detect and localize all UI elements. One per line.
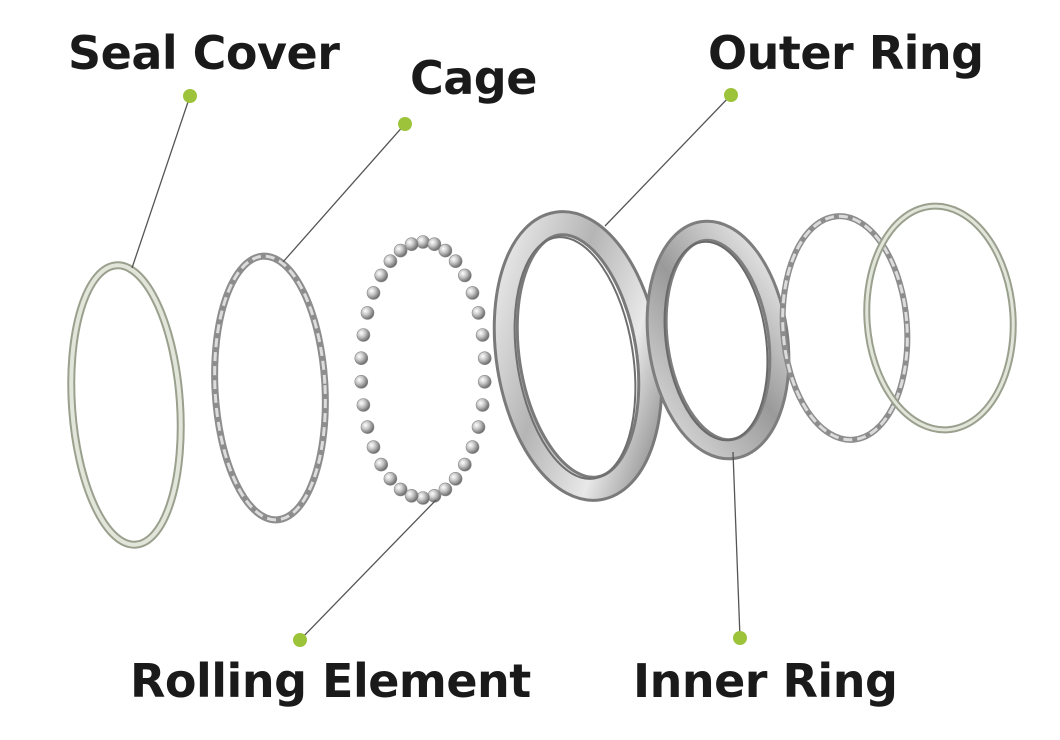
label-rolling-element: Rolling Element: [130, 654, 531, 708]
rolling-element-ball: [354, 351, 369, 366]
rolling-element-ball: [416, 235, 430, 249]
marker-dot-cage: [398, 117, 412, 131]
rolling-element-ball: [427, 237, 442, 251]
leader-line-inner-ring: [732, 451, 741, 639]
seal-cover-right: [863, 202, 1017, 434]
rolling-element-ball: [383, 254, 398, 269]
rolling-element-ball: [360, 420, 375, 434]
rolling-element-ball: [438, 243, 453, 258]
inner-ring: [645, 219, 791, 461]
leader-line-cage: [282, 123, 406, 263]
marker-dot-rolling-element: [293, 633, 307, 647]
cage-left: [211, 252, 329, 524]
rolling-element-ball: [465, 286, 480, 300]
rolling-element-ball: [471, 420, 486, 434]
rolling-element-ball: [393, 243, 408, 258]
rolling-element-ball: [457, 268, 472, 283]
rolling-element-ball: [360, 306, 375, 320]
rolling-element-ball: [404, 488, 419, 503]
leader-lines: [131, 94, 741, 641]
rolling-element-ball: [354, 374, 369, 389]
rolling-element-ball: [374, 457, 389, 472]
rolling-element-ball: [448, 471, 463, 486]
seal-cover-left: [67, 261, 185, 549]
label-inner-ring: Inner Ring: [633, 654, 898, 708]
rolling-element-ball: [477, 351, 492, 366]
rolling-element-ball: [404, 237, 419, 251]
label-seal-cover: Seal Cover: [68, 26, 340, 80]
rolling-element-ball: [427, 488, 442, 503]
rolling-element-ball: [475, 398, 490, 412]
rolling-element-ball: [448, 254, 463, 269]
marker-dot-outer-ring: [724, 88, 738, 102]
rolling-element-ball: [477, 374, 492, 389]
rolling-element-ball: [366, 286, 381, 300]
rolling-element-ball: [356, 328, 371, 342]
rolling-element-ball: [471, 306, 486, 320]
leader-line-seal-cover: [131, 95, 191, 269]
rolling-element-ball: [438, 482, 453, 497]
label-outer-ring: Outer Ring: [708, 26, 984, 80]
leader-line-outer-ring: [604, 94, 732, 227]
rolling-element-ball: [393, 482, 408, 497]
rolling-element-balls: [354, 235, 492, 505]
rolling-element-ball: [475, 328, 490, 342]
rolling-element-ball: [416, 491, 430, 505]
rolling-element-ball: [374, 268, 389, 283]
marker-dot-inner-ring: [733, 631, 747, 645]
marker-dot-seal-cover: [183, 89, 197, 103]
rolling-element-ball: [457, 457, 472, 472]
leader-line-rolling-element: [299, 499, 437, 641]
rolling-element-ball: [465, 440, 480, 454]
rolling-element-ball: [356, 398, 371, 412]
rolling-element-ball: [383, 471, 398, 486]
label-cage: Cage: [410, 51, 537, 105]
cage-right: [779, 213, 911, 443]
outer-ring: [492, 210, 664, 502]
marker-dots: [183, 88, 747, 647]
rolling-element-ball: [366, 440, 381, 454]
